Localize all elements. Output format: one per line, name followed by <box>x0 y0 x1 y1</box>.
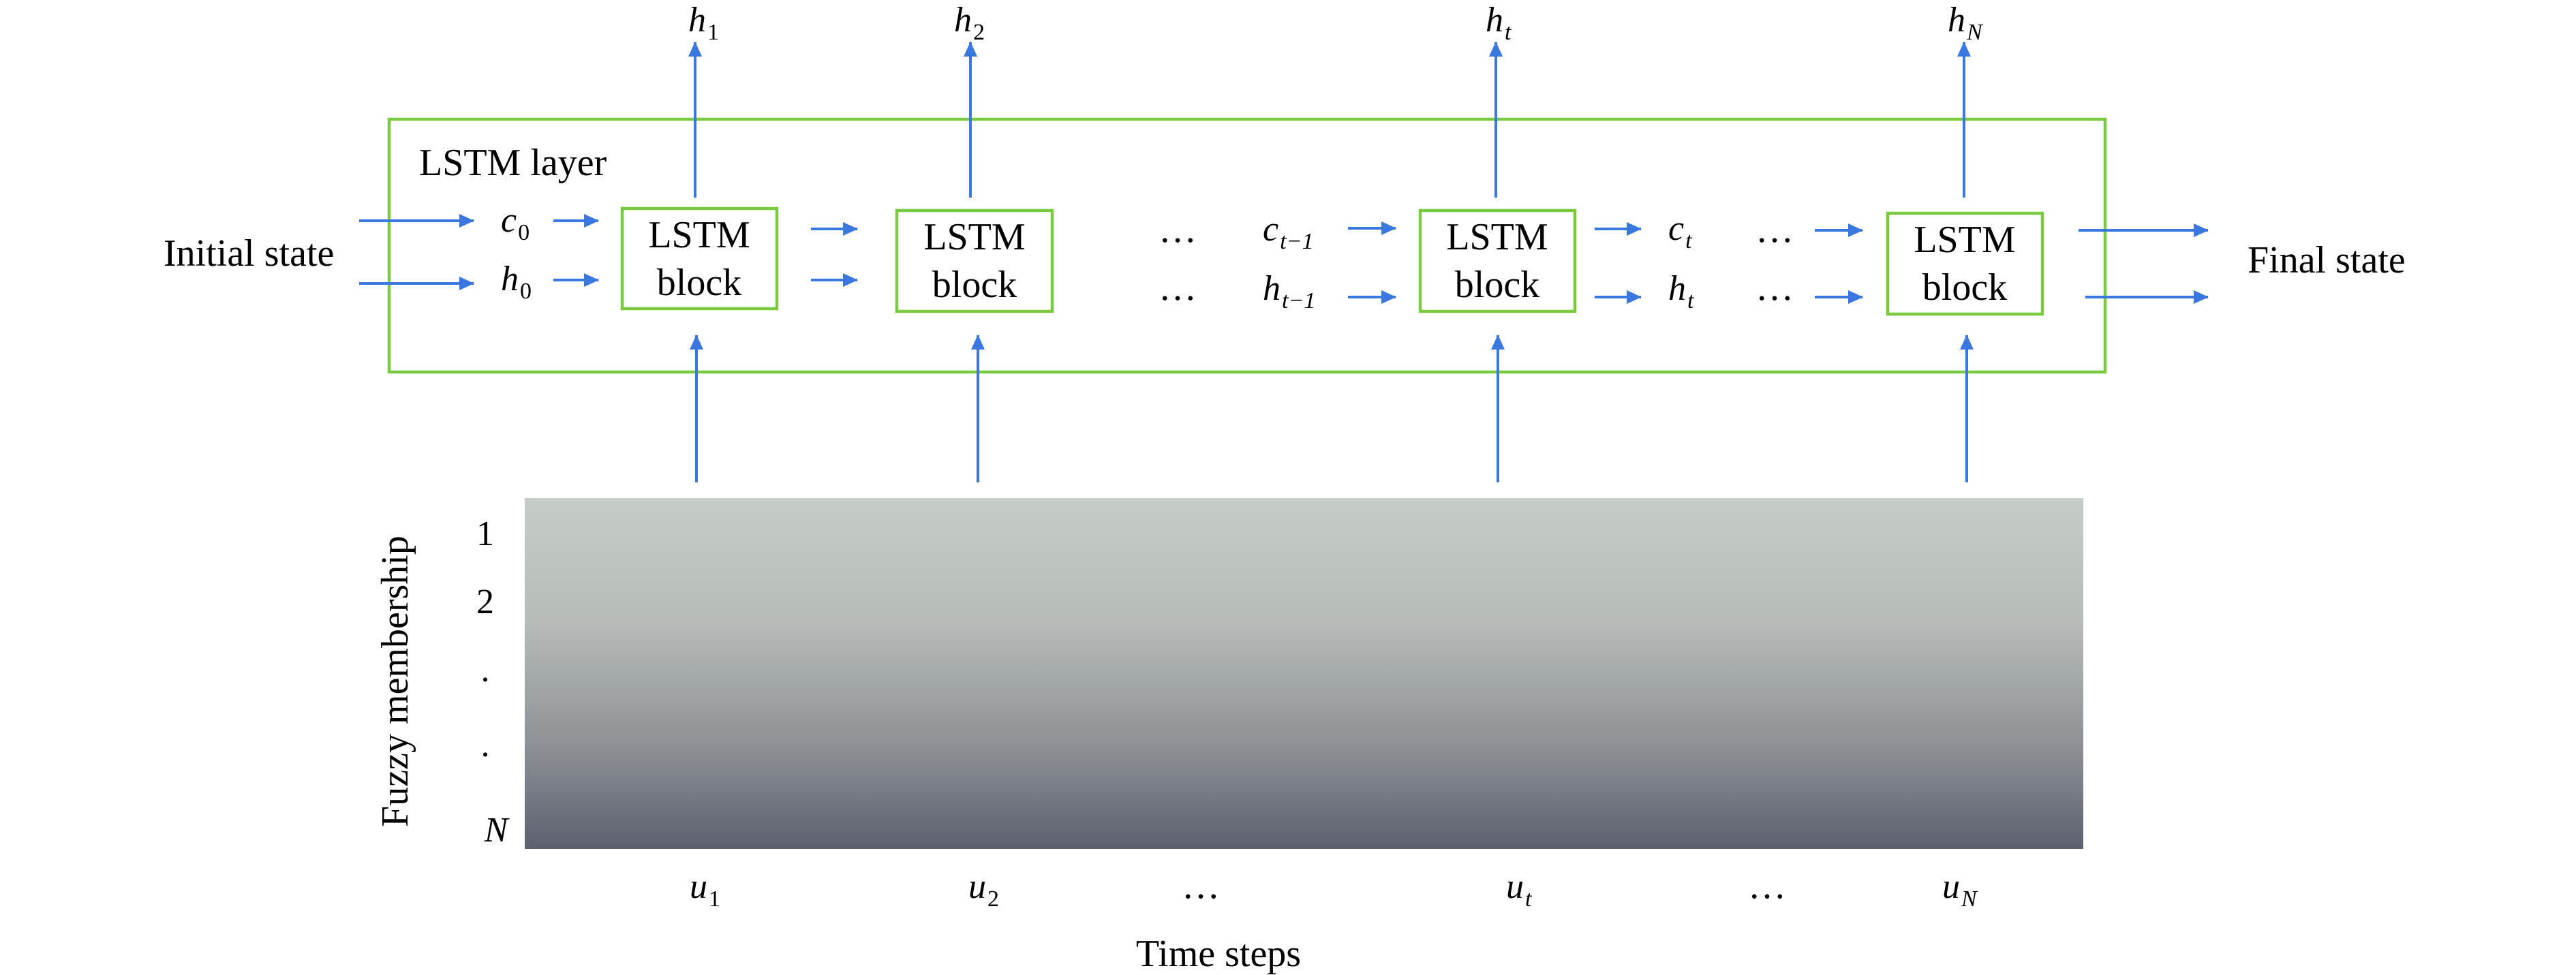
lstm-block-1: LSTM block <box>620 206 779 311</box>
input-ellipsis-2: … <box>1748 865 1786 907</box>
ht-label: ht <box>1668 269 1695 313</box>
membership-level-dot-1: . <box>481 651 490 690</box>
membership-level-dot-2: . <box>481 726 490 764</box>
input-label-n: uN <box>1942 867 1978 912</box>
ellipsis-c-2: … <box>1755 208 1794 251</box>
lstm-block-1-line2: block <box>657 262 741 304</box>
ellipsis-h-1: … <box>1159 266 1197 309</box>
lstm-block-t-line2: block <box>1455 264 1539 306</box>
initial-state-label: Initial state <box>164 232 334 275</box>
lstm-block-2: LSTM block <box>895 208 1054 313</box>
c0-label: c0 <box>501 201 530 245</box>
lstm-block-n-line2: block <box>1922 266 2007 309</box>
output-label-1: h1 <box>688 1 719 45</box>
lstm-block-2-line2: block <box>932 264 1017 306</box>
lstm-block-1-line1: LSTM <box>648 214 750 256</box>
membership-level-2: 2 <box>476 583 494 621</box>
input-label-t: ut <box>1506 867 1533 912</box>
ellipsis-c-1: … <box>1159 208 1197 251</box>
lstm-block-n-line1: LSTM <box>1914 219 2015 261</box>
h0-label: h0 <box>501 260 532 304</box>
output-label-2: h2 <box>954 1 985 45</box>
lstm-layer-title: LSTM layer <box>419 142 607 184</box>
time-steps-axis-label: Time steps <box>1136 933 1301 975</box>
input-label-1: u1 <box>690 867 720 912</box>
fuzzy-membership-axis-label: Fuzzy membership <box>374 536 416 827</box>
output-label-t: ht <box>1486 1 1512 45</box>
ct-label: ct <box>1668 209 1693 253</box>
lstm-block-2-line1: LSTM <box>923 216 1025 258</box>
lstm-block-t-line1: LSTM <box>1446 216 1548 258</box>
lstm-block-n: LSTM block <box>1886 211 2044 316</box>
input-ellipsis-1: … <box>1182 865 1220 907</box>
output-label-n: hN <box>1948 1 1984 45</box>
membership-level-1: 1 <box>476 514 494 553</box>
fuzzy-membership-map <box>525 498 2083 849</box>
ht-1-label: ht−1 <box>1263 269 1315 313</box>
membership-level-n: N <box>484 811 510 850</box>
lstm-block-t: LSTM block <box>1418 208 1577 313</box>
lstm-layer-box <box>387 117 2107 374</box>
input-label-2: u2 <box>968 867 999 912</box>
ct-1-label: ct−1 <box>1263 210 1313 254</box>
final-state-label: Final state <box>2248 239 2406 281</box>
ellipsis-h-2: … <box>1755 266 1794 309</box>
